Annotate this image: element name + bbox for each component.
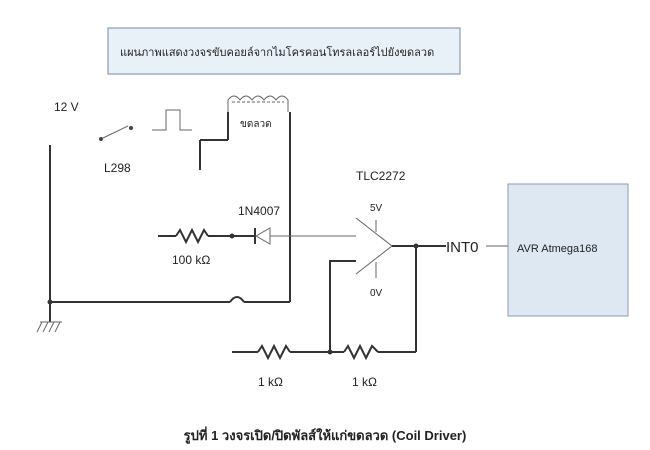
diode-label: 1N4007 bbox=[238, 204, 280, 218]
resistor-1k-a-icon bbox=[257, 343, 291, 361]
wire-crossover bbox=[229, 296, 245, 303]
resistor-1k-a-label: 1 kΩ bbox=[258, 375, 283, 389]
int0-label: INT0 bbox=[446, 239, 479, 256]
supply-label: 12 V bbox=[54, 100, 79, 114]
junction-dot bbox=[327, 349, 333, 355]
opamp-label: TLC2272 bbox=[356, 169, 406, 183]
header-box bbox=[107, 27, 461, 75]
mcu-label: AVR Atmega168 bbox=[517, 243, 598, 255]
header-text: แผนภาพแสดงวงจรขับคอยล์จากไมโครคอนโทรลเลอ… bbox=[120, 45, 434, 59]
resistor-100k-label: 100 kΩ bbox=[172, 253, 210, 267]
driver-label: L298 bbox=[104, 161, 131, 175]
coil-label: ขดลวด bbox=[240, 119, 272, 130]
mcu-box bbox=[507, 183, 629, 317]
resistor-1k-b-icon bbox=[343, 343, 379, 361]
coil-icon bbox=[227, 95, 289, 112]
diode-icon bbox=[254, 227, 271, 245]
opamp-icon bbox=[355, 217, 393, 278]
resistor-100k-icon bbox=[175, 227, 209, 245]
switch-icon bbox=[99, 125, 133, 141]
pulse-icon bbox=[152, 109, 192, 131]
opamp-plus-label: 5V bbox=[370, 203, 383, 214]
feedback-wire bbox=[329, 260, 356, 352]
ground-icon bbox=[36, 321, 62, 333]
opamp-minus-label: 0V bbox=[370, 288, 383, 299]
resistor-1k-b-label: 1 kΩ bbox=[352, 375, 377, 389]
figure-caption: รูปที่ 1 วงจรเปิด/ปิดพัลส์ให้แก่ขดลวด (C… bbox=[184, 426, 467, 444]
junction-dot bbox=[229, 233, 235, 239]
